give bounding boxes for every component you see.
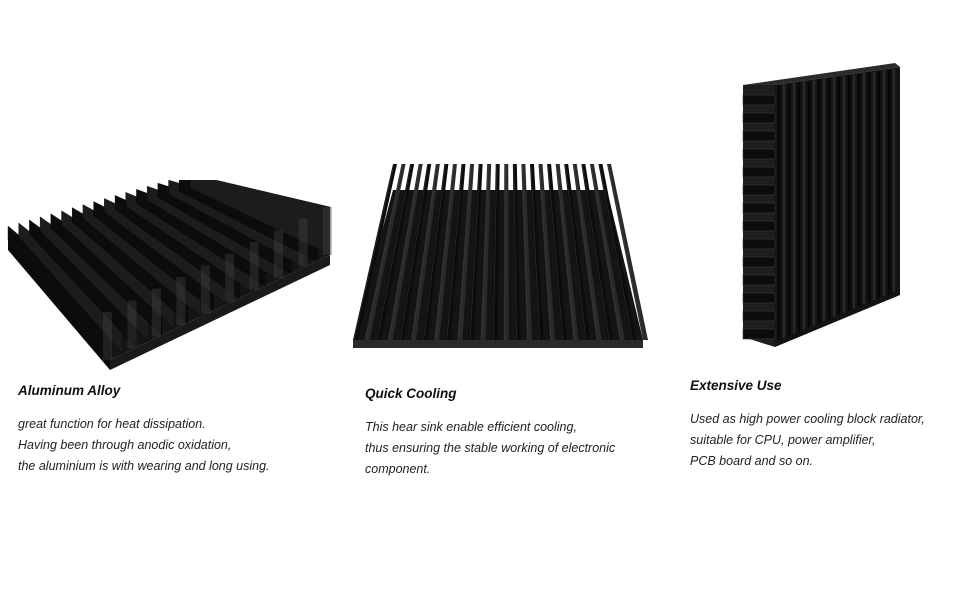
description-line: thus ensuring the stable working of elec… — [365, 441, 616, 455]
heatsink-upright-image — [742, 63, 900, 347]
description-line: Used as high power cooling block radiato… — [690, 412, 925, 426]
feature-description-aluminum-alloy: great function for heat dissipation. Hav… — [18, 414, 270, 477]
feature-description-extensive-use: Used as high power cooling block radiato… — [690, 409, 925, 472]
heatsink-front-image — [353, 163, 648, 348]
feature-title-quick-cooling: Quick Cooling — [365, 386, 457, 401]
description-line: This hear sink enable efficient cooling, — [365, 420, 577, 434]
description-line: component. — [365, 462, 431, 476]
description-line: Having been through anodic oxidation, — [18, 438, 232, 452]
description-line: suitable for CPU, power amplifier, — [690, 433, 876, 447]
description-line: great function for heat dissipation. — [18, 417, 206, 431]
description-line: the aluminium is with wearing and long u… — [18, 459, 270, 473]
description-line: PCB board and so on. — [690, 454, 813, 468]
heatsink-flat-image — [7, 180, 332, 370]
feature-title-extensive-use: Extensive Use — [690, 378, 782, 393]
feature-title-aluminum-alloy: Aluminum Alloy — [18, 383, 121, 398]
feature-description-quick-cooling: This hear sink enable efficient cooling,… — [365, 417, 615, 480]
